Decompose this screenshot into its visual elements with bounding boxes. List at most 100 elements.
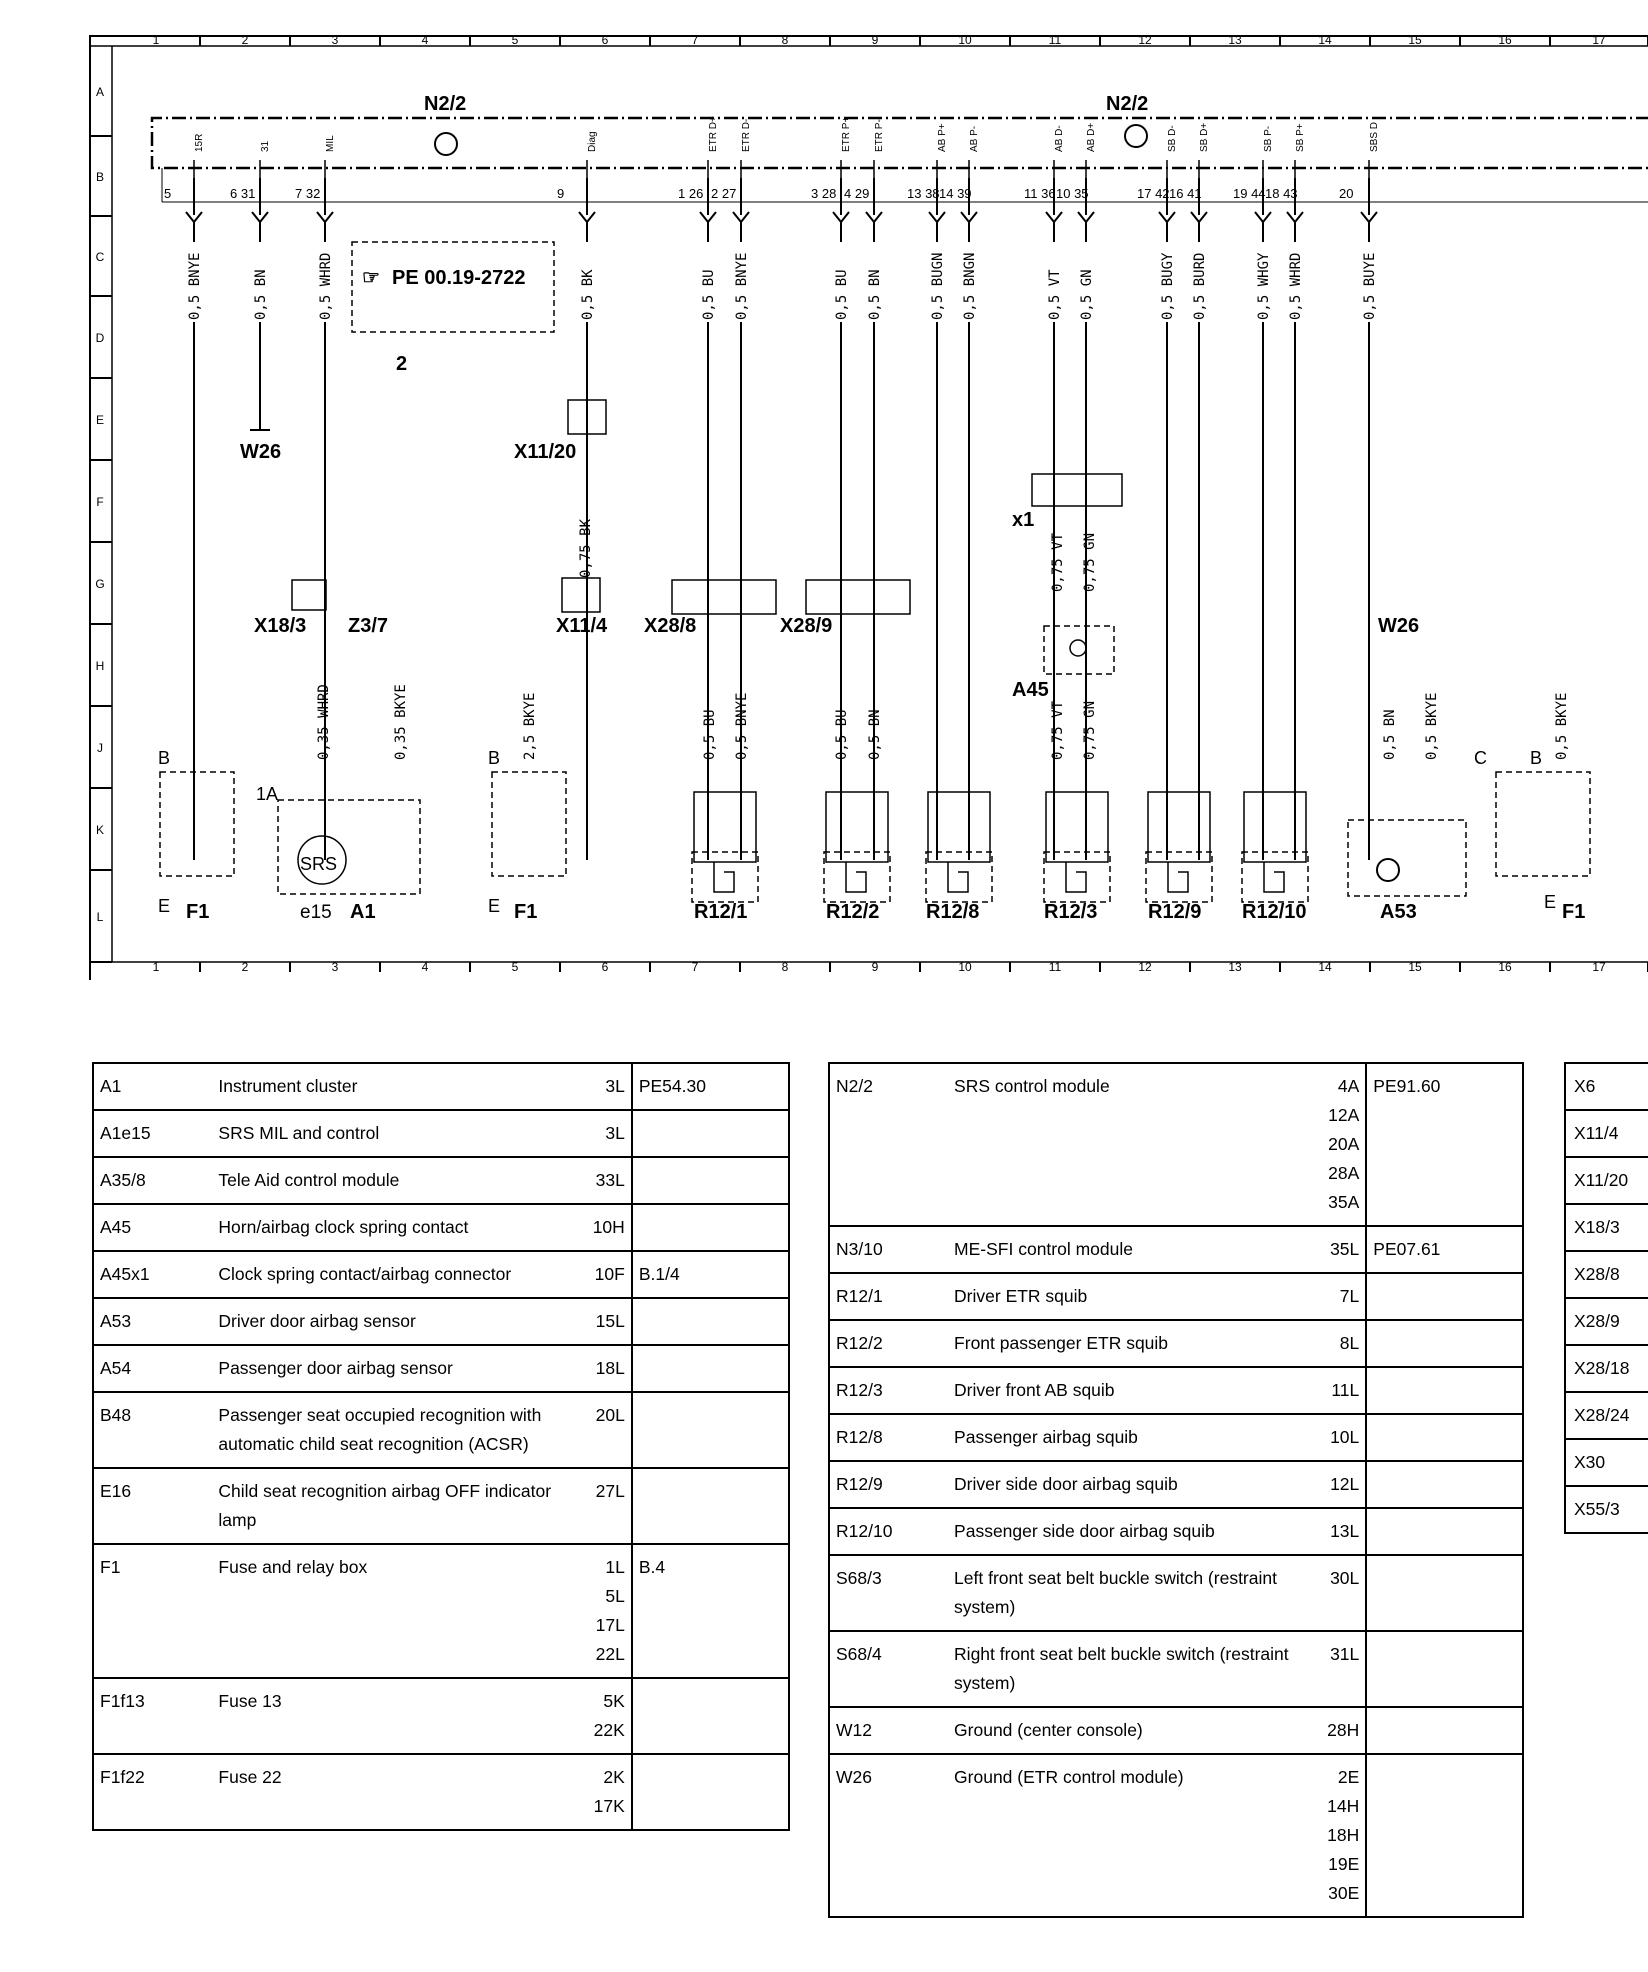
legend-ref: B.1/4 bbox=[631, 1251, 789, 1299]
label-f1-a: F1 bbox=[186, 901, 209, 923]
column-label: 2 bbox=[242, 33, 249, 47]
pin-name: SB P- bbox=[1263, 126, 1274, 152]
pin-name: AB P+ bbox=[937, 123, 948, 152]
legend-ref: PE07.61 bbox=[1366, 1226, 1523, 1274]
legend-code: X6 bbox=[1565, 1063, 1648, 1111]
column-label: 10 bbox=[958, 33, 972, 47]
column-label: 17 bbox=[1592, 960, 1606, 974]
pin-number: 7 32 bbox=[295, 186, 320, 201]
column-label: 7 bbox=[692, 33, 699, 47]
label-a45: A45 bbox=[1012, 679, 1049, 701]
label-e-b: E bbox=[488, 896, 500, 916]
column-label: 10 bbox=[958, 960, 972, 974]
legend-code: F1f22 bbox=[93, 1754, 213, 1831]
legend-code: S68/3 bbox=[829, 1555, 949, 1632]
column-label: 7 bbox=[692, 960, 699, 974]
wire-label: 0,5 WHRD bbox=[318, 253, 334, 320]
label-a1: A1 bbox=[350, 901, 376, 923]
pin-name: 31 bbox=[260, 140, 271, 152]
legend-row: X28/24 bbox=[1565, 1392, 1648, 1440]
legend-ref bbox=[631, 1157, 789, 1205]
label-x28-8: X28/8 bbox=[644, 615, 696, 637]
legend-code: A45x1 bbox=[93, 1251, 213, 1299]
label-1a: 1A bbox=[256, 784, 278, 804]
pin-name: SB P+ bbox=[1295, 123, 1306, 152]
wire-label: 0,5 BURD bbox=[1192, 253, 1208, 320]
column-label: 3 bbox=[332, 960, 339, 974]
column-label: 2 bbox=[242, 960, 249, 974]
legend-row: X28/18 bbox=[1565, 1345, 1648, 1393]
legend-code: N3/10 bbox=[829, 1226, 949, 1274]
column-label: 11 bbox=[1049, 960, 1062, 974]
column-label: 1 bbox=[153, 33, 160, 47]
lower-wire-label: 0,5 BN bbox=[1382, 709, 1398, 760]
legend-desc: Fuse 13 bbox=[212, 1678, 578, 1755]
wire-label: 0,5 BN bbox=[867, 269, 883, 320]
legend-loc: 28H bbox=[1312, 1707, 1368, 1755]
legend-desc: Instrument cluster bbox=[212, 1063, 578, 1111]
row-label: D bbox=[96, 331, 105, 345]
label-r12-10: R12/10 bbox=[1242, 901, 1307, 923]
label-e-c: E bbox=[1544, 892, 1556, 912]
legend-desc: Tele Aid control module bbox=[212, 1157, 578, 1205]
lower-wire-label: 0,75 GN bbox=[1082, 533, 1098, 592]
legend-code: A45 bbox=[93, 1204, 213, 1252]
legend-code: A1 bbox=[93, 1063, 213, 1111]
label-w26-a: W26 bbox=[240, 441, 281, 463]
legend-loc: 31L bbox=[1312, 1631, 1368, 1708]
legend-desc: Clock spring contact/airbag connector bbox=[212, 1251, 578, 1299]
column-label: 1 bbox=[153, 960, 160, 974]
label-x18-3: X18/3 bbox=[254, 615, 306, 637]
column-label: 15 bbox=[1408, 960, 1422, 974]
column-ticks: 1122334455667788991010111112121313141415… bbox=[153, 33, 1648, 974]
column-label: 12 bbox=[1138, 33, 1152, 47]
label-x11-20: X11/20 bbox=[514, 441, 576, 463]
row-label: K bbox=[96, 823, 104, 837]
label-x28-9: X28/9 bbox=[780, 615, 832, 637]
pin-name: SB D+ bbox=[1199, 123, 1210, 152]
legend-row: X11/4 bbox=[1565, 1110, 1648, 1158]
pin-number: 14 39 bbox=[939, 186, 972, 201]
reference-text: PE 00.19-2722 bbox=[392, 267, 525, 289]
legend-desc: Ground (center console) bbox=[948, 1707, 1313, 1755]
legend-desc: Driver ETR squib bbox=[948, 1273, 1313, 1321]
legend-code: X11/20 bbox=[1565, 1157, 1648, 1205]
column-label: 9 bbox=[872, 33, 879, 47]
wire-label: 0,5 BK bbox=[580, 269, 596, 320]
legend-row: X11/20 bbox=[1565, 1157, 1648, 1205]
legend-code: W26 bbox=[829, 1754, 949, 1918]
wire-label: 0,5 BN bbox=[253, 269, 269, 320]
reference-box bbox=[351, 241, 555, 333]
legend-loc: 18L bbox=[577, 1345, 633, 1393]
legend-code: R12/8 bbox=[829, 1414, 949, 1462]
legend-loc: 10F bbox=[577, 1251, 633, 1299]
pin-name: 15R bbox=[194, 134, 205, 152]
legend-loc: 8L bbox=[1312, 1320, 1368, 1368]
legend-code: R12/9 bbox=[829, 1461, 949, 1509]
legend-code: A54 bbox=[93, 1345, 213, 1393]
label-r12-3: R12/3 bbox=[1044, 901, 1097, 923]
legend-loc: 27L bbox=[577, 1468, 633, 1545]
lower-wire-label: 0,75 BK bbox=[578, 518, 594, 578]
legend-ref bbox=[1366, 1414, 1523, 1462]
legend-desc: Child seat recognition airbag OFF indica… bbox=[212, 1468, 578, 1545]
column-label: 15 bbox=[1408, 33, 1422, 47]
pin-name: AB P- bbox=[969, 126, 980, 152]
lower-wire-label: 0,5 BU bbox=[834, 709, 850, 760]
label-a53: A53 bbox=[1380, 901, 1417, 923]
legend-desc: Left front seat belt buckle switch (rest… bbox=[948, 1555, 1313, 1632]
legend-ref bbox=[1366, 1461, 1523, 1509]
legend-ref bbox=[631, 1204, 789, 1252]
column-label: 5 bbox=[512, 33, 519, 47]
